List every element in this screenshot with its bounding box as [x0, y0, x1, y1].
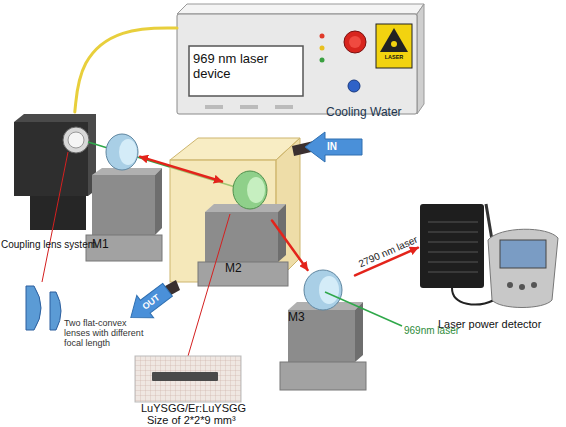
lens-holder	[63, 127, 89, 153]
mirror-m3: M3	[283, 270, 355, 392]
cooling-fin	[428, 222, 478, 223]
mirror-face	[247, 177, 265, 203]
mirror-label: M1	[92, 238, 122, 252]
coupling-lens-system: Coupling lens system	[0, 112, 106, 258]
detector-cable	[452, 288, 494, 304]
mount-body	[288, 310, 355, 362]
component-name: Coupling lens system	[1, 239, 106, 251]
device-front	[177, 14, 417, 114]
meter-button	[507, 282, 513, 288]
mirror-holder	[233, 171, 267, 209]
warning-sign	[376, 24, 412, 68]
mirror-m1: M1	[88, 133, 140, 260]
leader-line	[42, 152, 68, 282]
lens-note: Two flat-convex lenses with different fo…	[64, 318, 154, 348]
cooling-fin	[428, 272, 478, 273]
mirror-label: M2	[225, 262, 255, 276]
meter-antenna	[486, 204, 492, 240]
device-side	[417, 4, 424, 114]
device-screen-text: 969 nm laser device	[193, 52, 293, 82]
front-button	[240, 105, 258, 109]
connector-group	[75, 28, 418, 275]
mount-body	[14, 122, 88, 196]
mount-side	[155, 168, 162, 235]
cooling-water-label: Cooling Water	[326, 106, 426, 119]
power-detector	[420, 204, 558, 308]
mirror-holder	[304, 270, 342, 310]
leader-line	[188, 214, 230, 356]
mount-body	[205, 212, 278, 262]
mirror-label: M3	[288, 311, 318, 325]
mount-base	[86, 235, 162, 261]
water-inlet-arrow	[305, 132, 362, 162]
meter-button	[519, 284, 525, 290]
residual-pump-beam	[325, 292, 402, 326]
device-top	[177, 4, 424, 14]
front-button	[205, 105, 223, 109]
lens-symbol	[50, 292, 61, 330]
lens-symbol	[26, 286, 41, 330]
mirror-face	[319, 276, 339, 304]
crystal-sample	[152, 372, 218, 381]
mirror-mount-m3	[280, 270, 366, 390]
control-knob	[348, 80, 360, 92]
coupling-lens-mount	[14, 114, 96, 230]
emergency-button-cap	[349, 36, 361, 48]
mount-body	[92, 175, 155, 235]
water-outlet-arrow	[122, 279, 176, 329]
crystal-name: LuYSGG/Er:LuYSGG	[141, 402, 261, 414]
laser-beam	[140, 157, 222, 182]
mirror-mount-m1	[86, 134, 162, 261]
lens-glass	[68, 132, 84, 148]
cooling-fin	[428, 252, 478, 253]
warning-sign-text: LASER	[376, 54, 412, 60]
beam-label: 2790 nm laser	[356, 233, 421, 270]
cooling-fin	[428, 242, 478, 243]
cooling-fin	[428, 262, 478, 263]
power-meter	[488, 229, 558, 307]
crystal-size: Size of 2*2*9 mm³	[147, 414, 267, 426]
meter-screen	[500, 240, 546, 268]
optical-fiber	[75, 28, 177, 112]
warning-triangle	[380, 28, 408, 52]
warning-symbol	[391, 41, 397, 47]
device-screen	[189, 46, 303, 96]
laser-device-body	[177, 4, 424, 114]
indicator-led	[320, 58, 325, 63]
indicator-led	[320, 46, 325, 51]
outlet-arrow-shape	[122, 279, 176, 329]
mirror-m2: M2	[222, 170, 272, 280]
mount-top	[14, 114, 96, 196]
mirror-face	[119, 139, 137, 165]
laser-beam	[272, 221, 308, 270]
laser-power-detector: Laser power detector	[418, 200, 560, 340]
inlet-label: IN	[327, 141, 357, 152]
laser-device: 969 nm laser device	[177, 8, 417, 115]
crystal-holder	[158, 138, 320, 300]
emergency-button	[344, 31, 366, 53]
pump-beam-label: 969nm laser	[404, 325, 474, 336]
mirror-mount-m2	[198, 171, 288, 286]
outlet-label: OUT	[136, 289, 166, 315]
cooling-fin	[428, 232, 478, 233]
mirror-holder	[106, 134, 138, 170]
meter-button	[531, 282, 537, 288]
mount-base	[198, 262, 288, 286]
detector-head	[420, 204, 484, 288]
crystal-photo	[135, 356, 241, 402]
mount-side	[355, 302, 363, 362]
mount-base	[280, 362, 366, 390]
indicator-led	[320, 34, 325, 39]
front-button	[275, 105, 293, 109]
